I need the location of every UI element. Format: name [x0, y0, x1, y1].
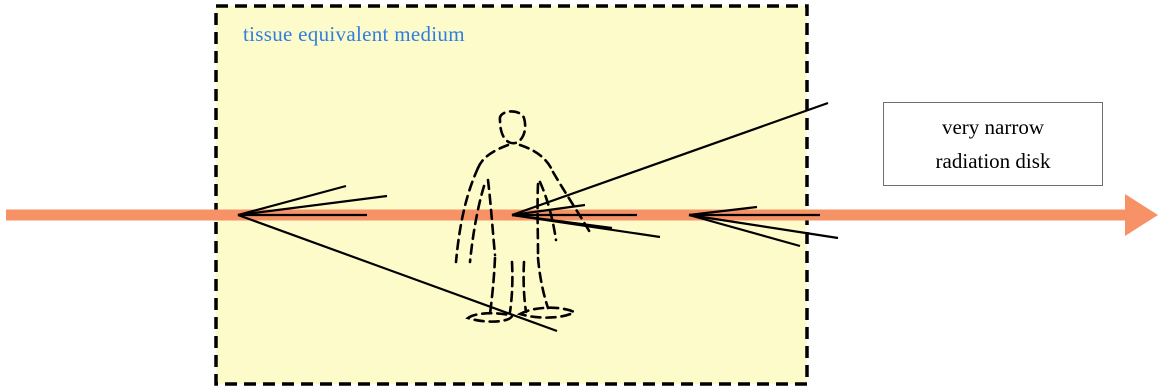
- track-fan-right: [688, 205, 839, 248]
- medium-label: tissue equivalent medium: [243, 22, 465, 46]
- track: [237, 184, 347, 217]
- disk-label-line-2: radiation disk: [935, 149, 1051, 173]
- track: [237, 194, 388, 217]
- medium-box: [214, 4, 809, 386]
- track: [688, 205, 758, 217]
- disk-label-line-1: very narrow: [941, 115, 1045, 139]
- track-fan-center: [511, 101, 829, 239]
- track: [688, 213, 801, 248]
- track: [688, 213, 839, 240]
- track: [511, 213, 661, 239]
- radiation-disk-label-box: very narrow radiation disk: [883, 102, 1103, 186]
- track: [237, 213, 558, 333]
- arrow-right-icon: [1125, 194, 1158, 236]
- track-fan-left: [237, 184, 558, 333]
- track: [511, 203, 586, 217]
- dashed-person-outline-icon: [454, 110, 594, 323]
- track: [511, 101, 829, 217]
